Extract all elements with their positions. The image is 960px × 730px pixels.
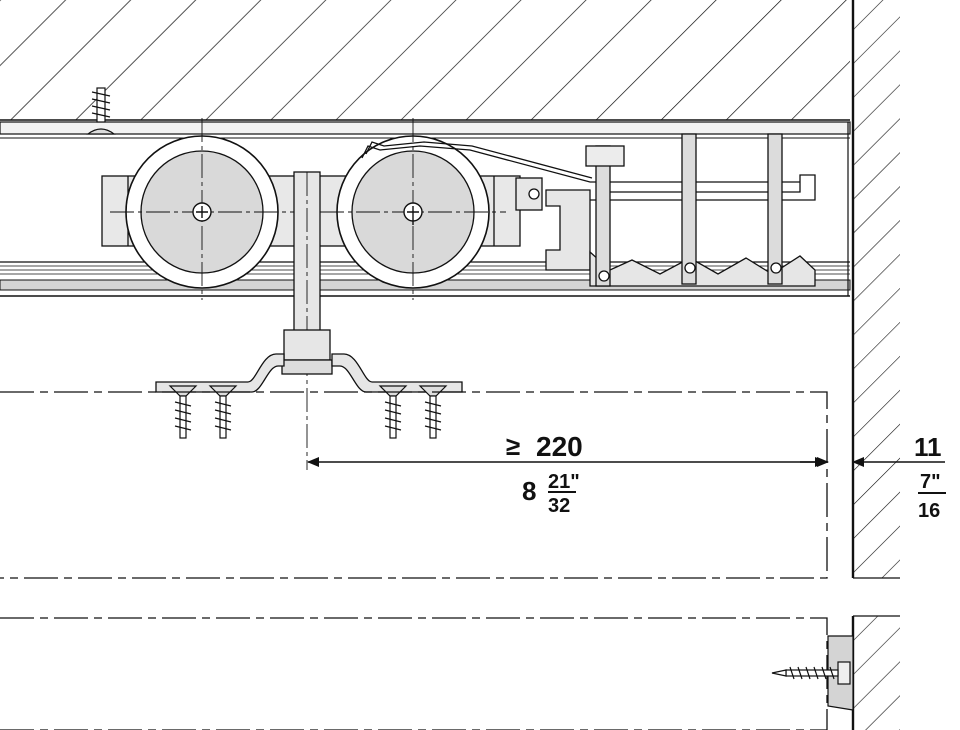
min-distance-inch-numerator: 21": [548, 471, 580, 493]
ceiling: [0, 0, 850, 121]
roller-wheel-right: [320, 118, 506, 300]
stopper-bracket: [515, 133, 816, 287]
plate-screw-icons: [168, 385, 448, 439]
wall: [851, 0, 900, 730]
hanger-bolt: [281, 171, 333, 470]
min-distance-value: 220: [536, 431, 583, 462]
dimension-wall-gap: 11 7" 16: [800, 432, 946, 522]
mounting-plate: [155, 353, 463, 393]
wall-stop-screw-icon: [771, 635, 854, 711]
wall-gap-inch-numerator: 7": [920, 471, 941, 493]
min-distance-inch-denominator: 32: [548, 495, 570, 517]
door-panel: [0, 391, 828, 579]
dimension-min-distance: ≥ 220 8 21" 32: [307, 431, 827, 517]
ceiling-screw-icon: [86, 87, 116, 135]
roller-wheel-left: [110, 118, 294, 300]
spring-wire: [361, 141, 800, 183]
wall-gap-inch-denominator: 16: [918, 500, 940, 522]
min-distance-symbol: ≥: [506, 431, 520, 461]
wall-gap-value: 11: [914, 432, 942, 462]
min-distance-inch-whole: 8: [522, 476, 536, 506]
lower-door-panel: [0, 617, 828, 730]
